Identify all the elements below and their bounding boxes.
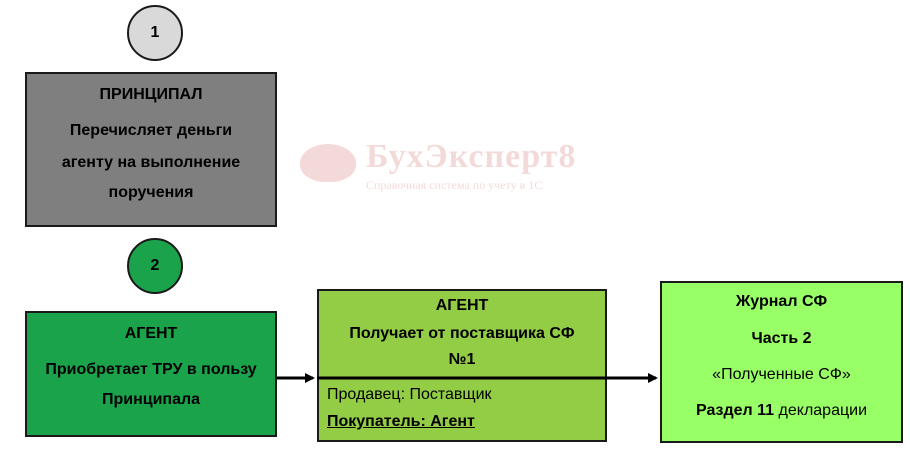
watermark: БухЭксперт8 Справочная система по учету …	[300, 138, 600, 198]
principal-title: ПРИНЦИПАЛ	[99, 86, 203, 103]
agent-invoice-line-1: Получает от поставщика СФ	[349, 325, 575, 342]
journal-section: Раздел 11 декларации	[662, 402, 901, 420]
watermark-subtitle: Справочная система по учету в 1С	[366, 178, 543, 192]
principal-line-1: Перечисляет деньги	[69, 122, 233, 139]
step-1-circle: 1	[127, 5, 183, 61]
journal-received: «Полученные СФ»	[712, 366, 851, 383]
principal-box: ПРИНЦИПАЛ Перечисляет деньги агенту на в…	[25, 72, 277, 227]
watermark-name: БухЭксперт8	[366, 138, 577, 175]
step-2-number: 2	[150, 257, 160, 274]
journal-title: Журнал СФ	[735, 293, 828, 310]
agent-invoice-line-2: №1	[448, 351, 476, 368]
journal-section-rest: декларации	[774, 402, 868, 419]
journal-part: Часть 2	[751, 330, 812, 347]
step-1-number: 1	[150, 24, 160, 41]
agent-purchase-line-1: Приобретает ТРУ в пользу	[45, 361, 257, 378]
agent-invoice-title: АГЕНТ	[435, 297, 489, 314]
agent-invoice-box: АГЕНТ Получает от поставщика СФ №1 Прода…	[317, 289, 607, 442]
agent-invoice-buyer: Покупатель: Агент	[327, 413, 475, 430]
principal-line-2: агенту на выполнение	[61, 154, 241, 171]
watermark-logo-icon	[300, 144, 356, 182]
journal-section-bold: Раздел 11	[695, 402, 775, 419]
agent-purchase-line-2: Принципала	[101, 391, 201, 408]
agent-invoice-seller: Продавец: Поставщик	[327, 386, 492, 403]
journal-box: Журнал СФ Часть 2 «Полученные СФ» Раздел…	[660, 281, 903, 443]
principal-line-3: поручения	[108, 184, 194, 201]
agent-purchase-title: АГЕНТ	[124, 325, 178, 342]
step-2-circle: 2	[127, 238, 183, 294]
agent-purchase-box: АГЕНТ Приобретает ТРУ в пользу Принципал…	[25, 311, 277, 437]
